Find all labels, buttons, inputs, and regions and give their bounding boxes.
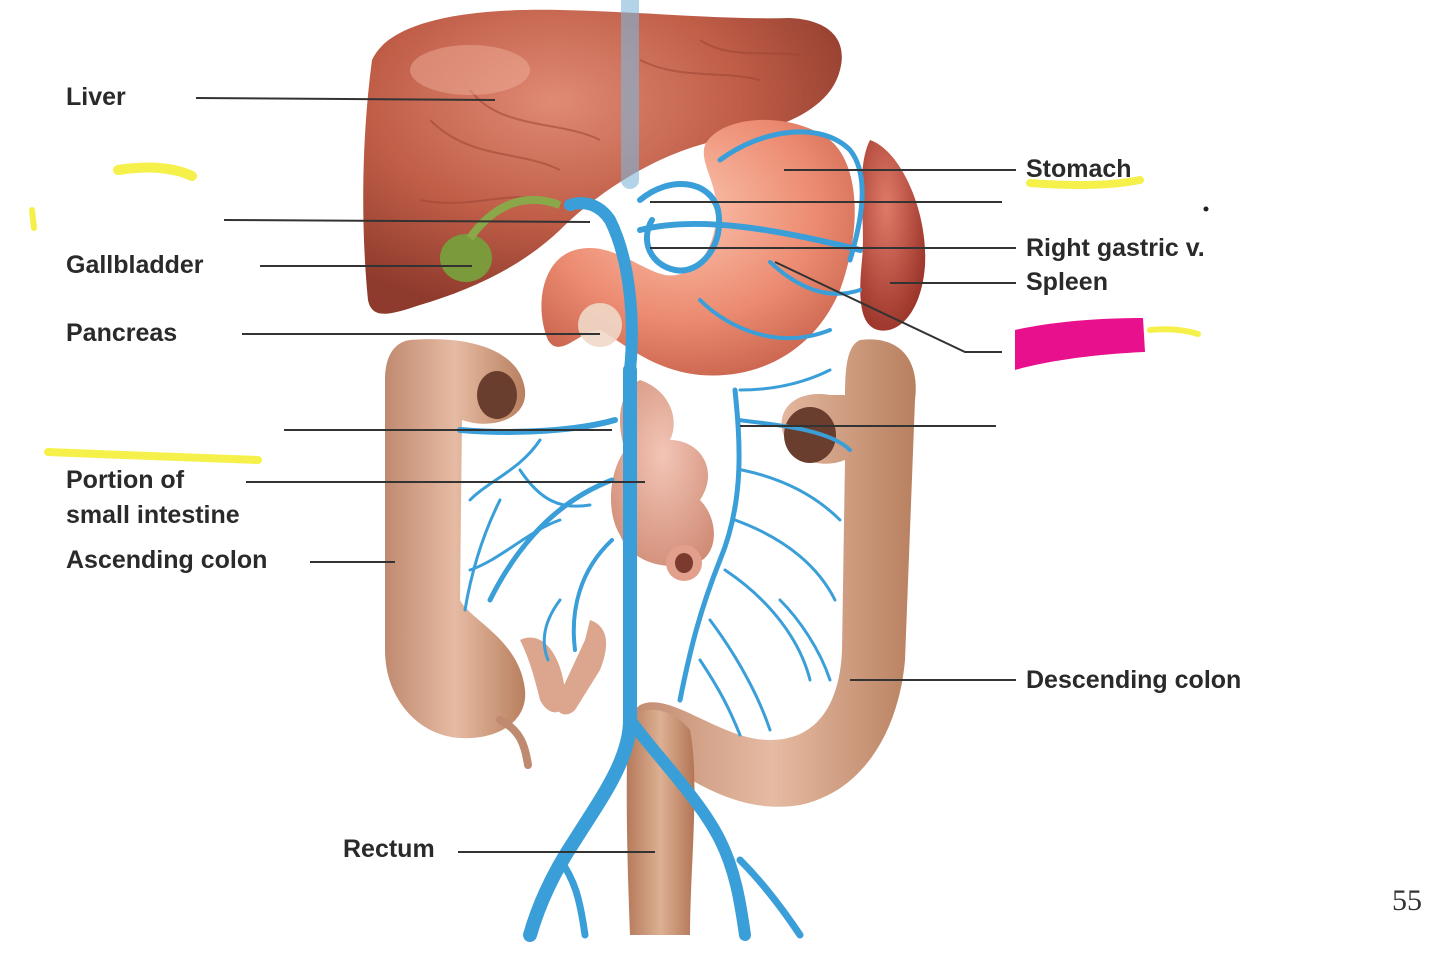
descending-colon-label: Descending colon <box>1026 666 1242 694</box>
gallbladder-label: Gallbladder <box>66 251 204 279</box>
stray-dot <box>1203 206 1209 212</box>
spleen-label: Spleen <box>1026 268 1108 296</box>
blanked-label-patches <box>10 152 1280 550</box>
magenta-redaction-mark <box>1015 318 1145 370</box>
spleen-organ <box>860 140 926 331</box>
gallbladder-organ <box>440 195 562 282</box>
hepatic-portal-vein-network <box>457 0 865 942</box>
leader-lines <box>195 97 1016 853</box>
liver-organ <box>363 9 842 314</box>
small-intestine-label-line1: Portion of <box>66 466 185 494</box>
page-number: 55 <box>1392 884 1422 917</box>
liver-label: Liver <box>66 83 126 111</box>
right-gastric-vein-label: Right gastric v. <box>1026 234 1205 262</box>
small-intestine-label-line2: small intestine <box>66 501 240 529</box>
rectum-label: Rectum <box>343 835 435 863</box>
stomach-label: Stomach <box>1026 155 1132 183</box>
ascending-colon-label: Ascending colon <box>66 546 268 574</box>
stomach-organ <box>541 119 855 376</box>
pancreas-label: Pancreas <box>66 319 178 347</box>
highlight-marks <box>29 162 1201 464</box>
colon-organ <box>385 339 916 935</box>
